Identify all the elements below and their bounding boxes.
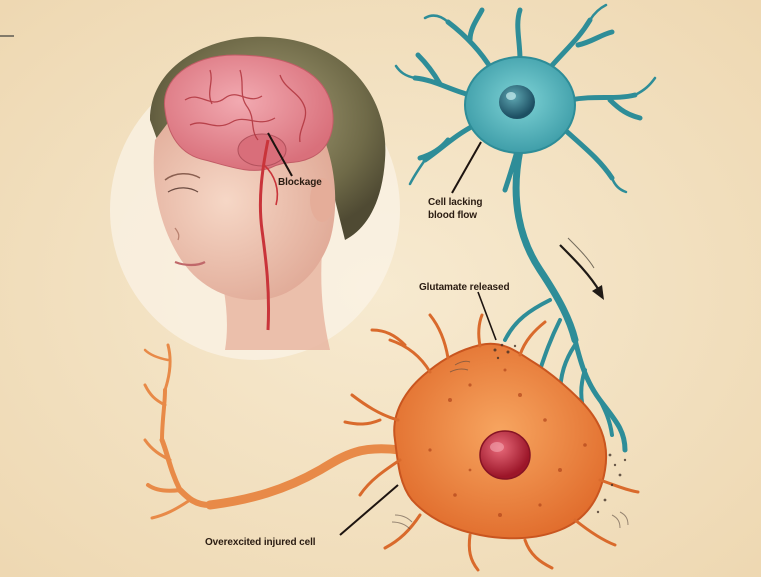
blockage-label: Blockage <box>278 177 322 189</box>
overexcited-neuron-nucleus <box>480 431 530 479</box>
overexcited-injured-cell-label: Overexcited injured cell <box>205 537 315 549</box>
cell-lacking-blood-flow-label: Cell lacking blood flow <box>428 196 508 222</box>
glutamate-released-label: Glutamate released <box>419 282 509 294</box>
neuron-lacking-blood-nucleus <box>499 85 535 119</box>
